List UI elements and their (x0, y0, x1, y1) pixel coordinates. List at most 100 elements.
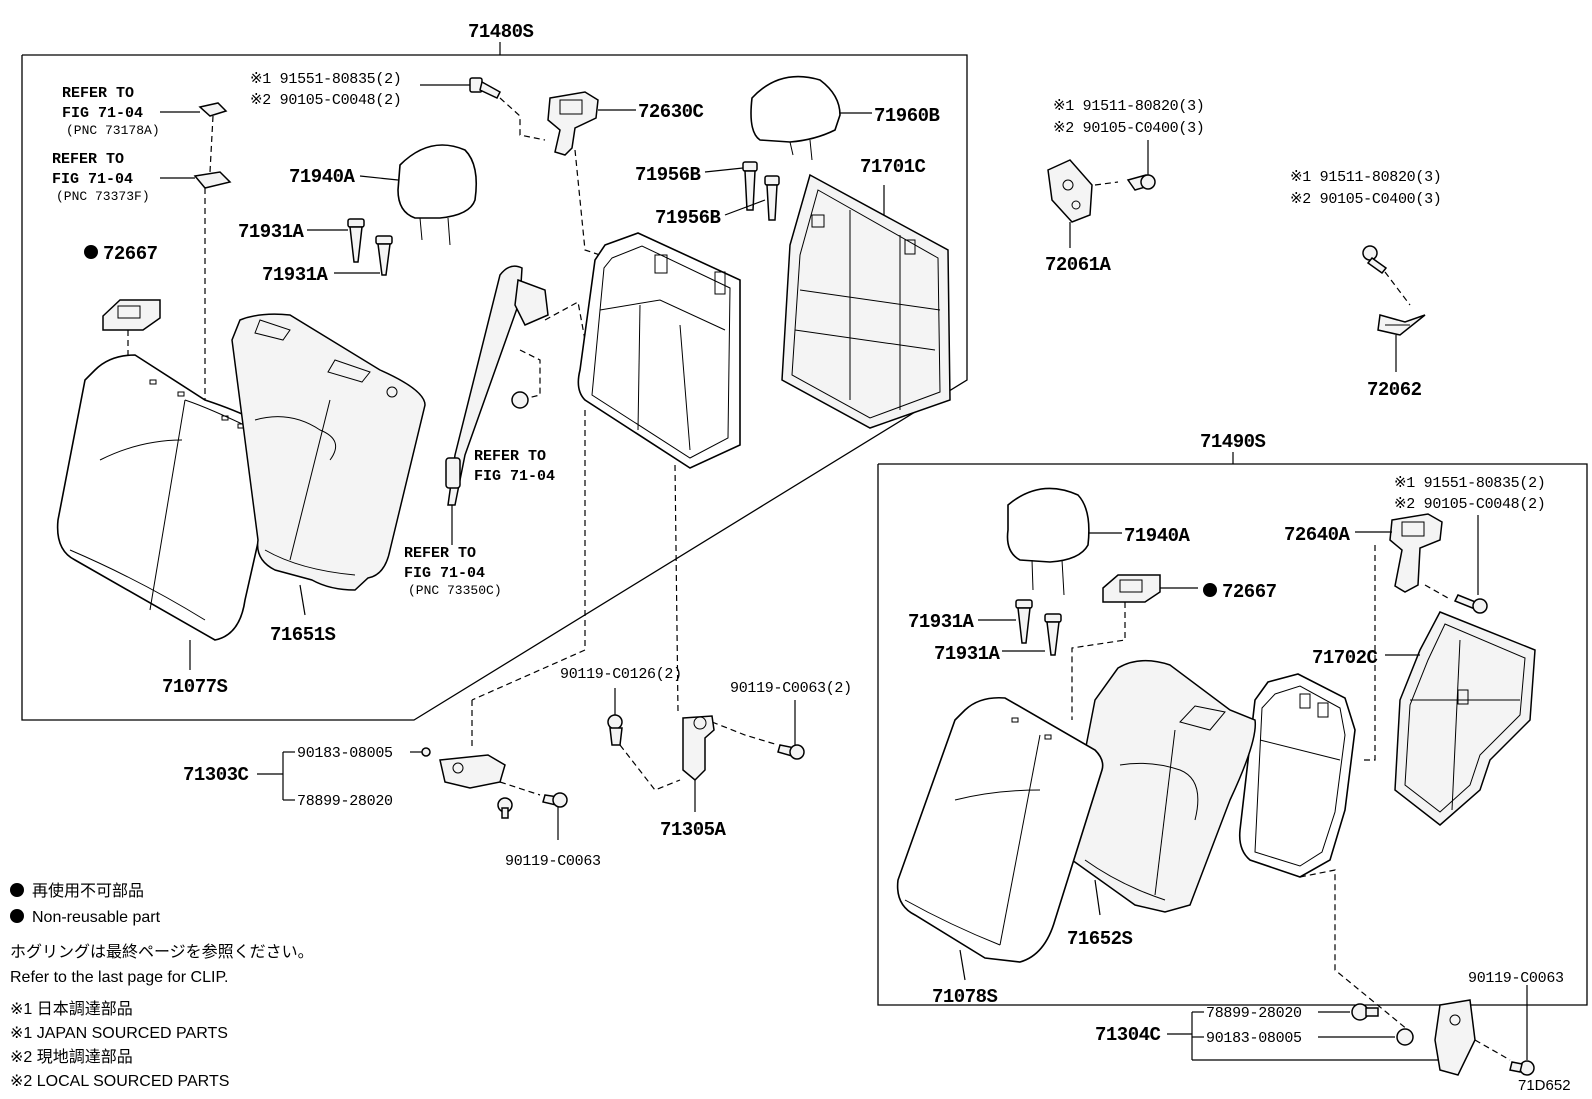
bolt-90119-c0126 (607, 714, 623, 746)
clip-73373f (193, 171, 232, 189)
hinge-71305a (682, 715, 715, 782)
part-label-71305a: 71305A (660, 819, 727, 841)
fastener-90119-c0063-right: 90119-C0063 (1468, 970, 1564, 987)
headrest-71940a-left (397, 144, 478, 246)
part-label-71931a-left-1: 71931A (238, 221, 305, 243)
fastener-90119-c0126: 90119-C0126(2) (560, 666, 682, 683)
seat-belt-assy (445, 265, 549, 506)
part-label-71651s: 71651S (270, 624, 336, 646)
bolt-90119-c0063-2 (777, 744, 805, 760)
bolt-91511-80820-b (1362, 245, 1388, 275)
fastener-90119-c0063-left: 90119-C0063 (505, 853, 601, 870)
part-label-72062: 72062 (1367, 379, 1422, 401)
guide-71956b-1 (742, 161, 758, 211)
refer-to-73178a-l3: (PNC 73178A) (66, 123, 160, 138)
clip-73178a (198, 102, 228, 117)
seatback-pad-71651s (231, 313, 426, 591)
part-label-71078s: 71078S (932, 986, 998, 1008)
part-label-72640a: 72640A (1284, 524, 1351, 546)
legend-clip-jp: ホグリングは最終ページを参照ください。 (10, 943, 314, 961)
washer-90183-08005-left (421, 747, 431, 757)
guide-71931a-left-1 (347, 218, 365, 263)
refer-to-73350c-l3: (PNC 73350C) (408, 583, 502, 598)
legend-japan-jp: ※1 日本調達部品 (10, 1000, 133, 1018)
refer-to-belt-l2: FIG 71-04 (474, 468, 555, 485)
legend-local-en: ※2 LOCAL SOURCED PARTS (10, 1073, 229, 1090)
headrest-71960b (750, 75, 841, 161)
bolt-91511-80820-a (1126, 174, 1156, 191)
diagram-code: 71D652 (1518, 1077, 1571, 1094)
group-box-71480s (21, 42, 968, 721)
belt-nut (511, 391, 529, 409)
bolt-91551-80835-left (469, 77, 501, 99)
part-label-71304c: 71304C (1095, 1024, 1161, 1046)
legend-japan-en: ※1 JAPAN SOURCED PARTS (10, 1025, 228, 1042)
legend-clip-en: Refer to the last page for CLIP. (10, 969, 229, 986)
bolt-91551-80835-right (1453, 594, 1488, 614)
legend-bullet-1 (10, 883, 24, 897)
part-label-72667-left: 72667 (103, 243, 158, 265)
refer-to-73373f-l1: REFER TO (52, 151, 124, 168)
part-label-72061a: 72061A (1045, 254, 1112, 276)
hinge-72061a (1047, 159, 1093, 223)
lock-72630c (547, 91, 599, 156)
bezel-72667-left (102, 299, 161, 331)
part-label-71077s: 71077S (162, 676, 228, 698)
back-board-71701c (781, 173, 951, 429)
refer-to-73178a-l1: REFER TO (62, 85, 134, 102)
bracket-72062 (1377, 314, 1426, 336)
fastener-90105-c0048-right: ※2 90105-C0048(2) (1394, 496, 1546, 513)
legend-bullet-2 (10, 909, 24, 923)
fastener-90105-c0048-left: ※2 90105-C0048(2) (250, 92, 402, 109)
pin-78899-28020-left (497, 797, 513, 819)
fastener-78899-28020-left: 78899-28020 (297, 793, 393, 810)
part-label-71931a-right-1: 71931A (908, 611, 975, 633)
fastener-90119-c0063-2: 90119-C0063(2) (730, 680, 852, 697)
seatback-cover-71078s (896, 696, 1104, 963)
fastener-90183-08005-right: 90183-08005 (1206, 1030, 1302, 1047)
fastener-91551-80835-right: ※1 91551-80835(2) (1394, 475, 1546, 492)
part-label-71956b-1: 71956B (635, 164, 701, 186)
part-label-71940a-left: 71940A (289, 166, 356, 188)
non-reusable-mark-right (1203, 583, 1217, 597)
fastener-90183-08005-left: 90183-08005 (297, 745, 393, 762)
part-label-72630c: 72630C (638, 101, 704, 123)
refer-to-73350c-l1: REFER TO (404, 545, 476, 562)
guide-71931a-right-2 (1044, 613, 1062, 656)
back-board-71702c (1394, 611, 1536, 826)
fastener-78899-28020-right: 78899-28020 (1206, 1005, 1302, 1022)
fastener-91511-80820-a: ※1 91511-80820(3) (1053, 98, 1205, 115)
refer-to-73373f-l2: FIG 71-04 (52, 171, 133, 188)
part-label-72667-right: 72667 (1222, 581, 1277, 603)
refer-to-73373f-l3: (PNC 73373F) (56, 189, 150, 204)
headrest-71940a-right (1006, 487, 1090, 596)
pin-78899-28020-right (1351, 1003, 1379, 1021)
guide-71956b-2 (764, 175, 780, 221)
hinge-71304c (1434, 999, 1476, 1076)
seatback-frame-right (1238, 673, 1356, 878)
group-box-71490s (877, 452, 1588, 1006)
hinge-71303c (439, 754, 506, 789)
part-label-71701c: 71701C (860, 156, 926, 178)
washer-90183-08005-right (1396, 1028, 1414, 1046)
fastener-91551-80835-left: ※1 91551-80835(2) (250, 71, 402, 88)
fastener-90105-c0400-a: ※2 90105-C0400(3) (1053, 120, 1205, 137)
legend-local-jp: ※2 現地調達部品 (10, 1048, 133, 1066)
part-label-71702c: 71702C (1312, 647, 1378, 669)
refer-to-73350c-l2: FIG 71-04 (404, 565, 485, 582)
part-label-71931a-left-2: 71931A (262, 264, 329, 286)
part-label-71956b-2: 71956B (655, 207, 721, 229)
legend-nonreuse-en: Non-reusable part (32, 909, 161, 926)
refer-to-73178a-l2: FIG 71-04 (62, 105, 143, 122)
guide-71931a-left-2 (375, 235, 393, 276)
part-label-71652s: 71652S (1067, 928, 1133, 950)
part-label-71940a-right: 71940A (1124, 525, 1191, 547)
refer-to-belt-l1: REFER TO (474, 448, 546, 465)
guide-71931a-right-1 (1015, 599, 1033, 644)
group-label-71490s: 71490S (1200, 431, 1266, 453)
fastener-90105-c0400-b: ※2 90105-C0400(3) (1290, 191, 1442, 208)
seatback-frame-left (577, 232, 741, 469)
bezel-72667-right (1102, 574, 1161, 603)
non-reusable-mark (84, 245, 98, 259)
